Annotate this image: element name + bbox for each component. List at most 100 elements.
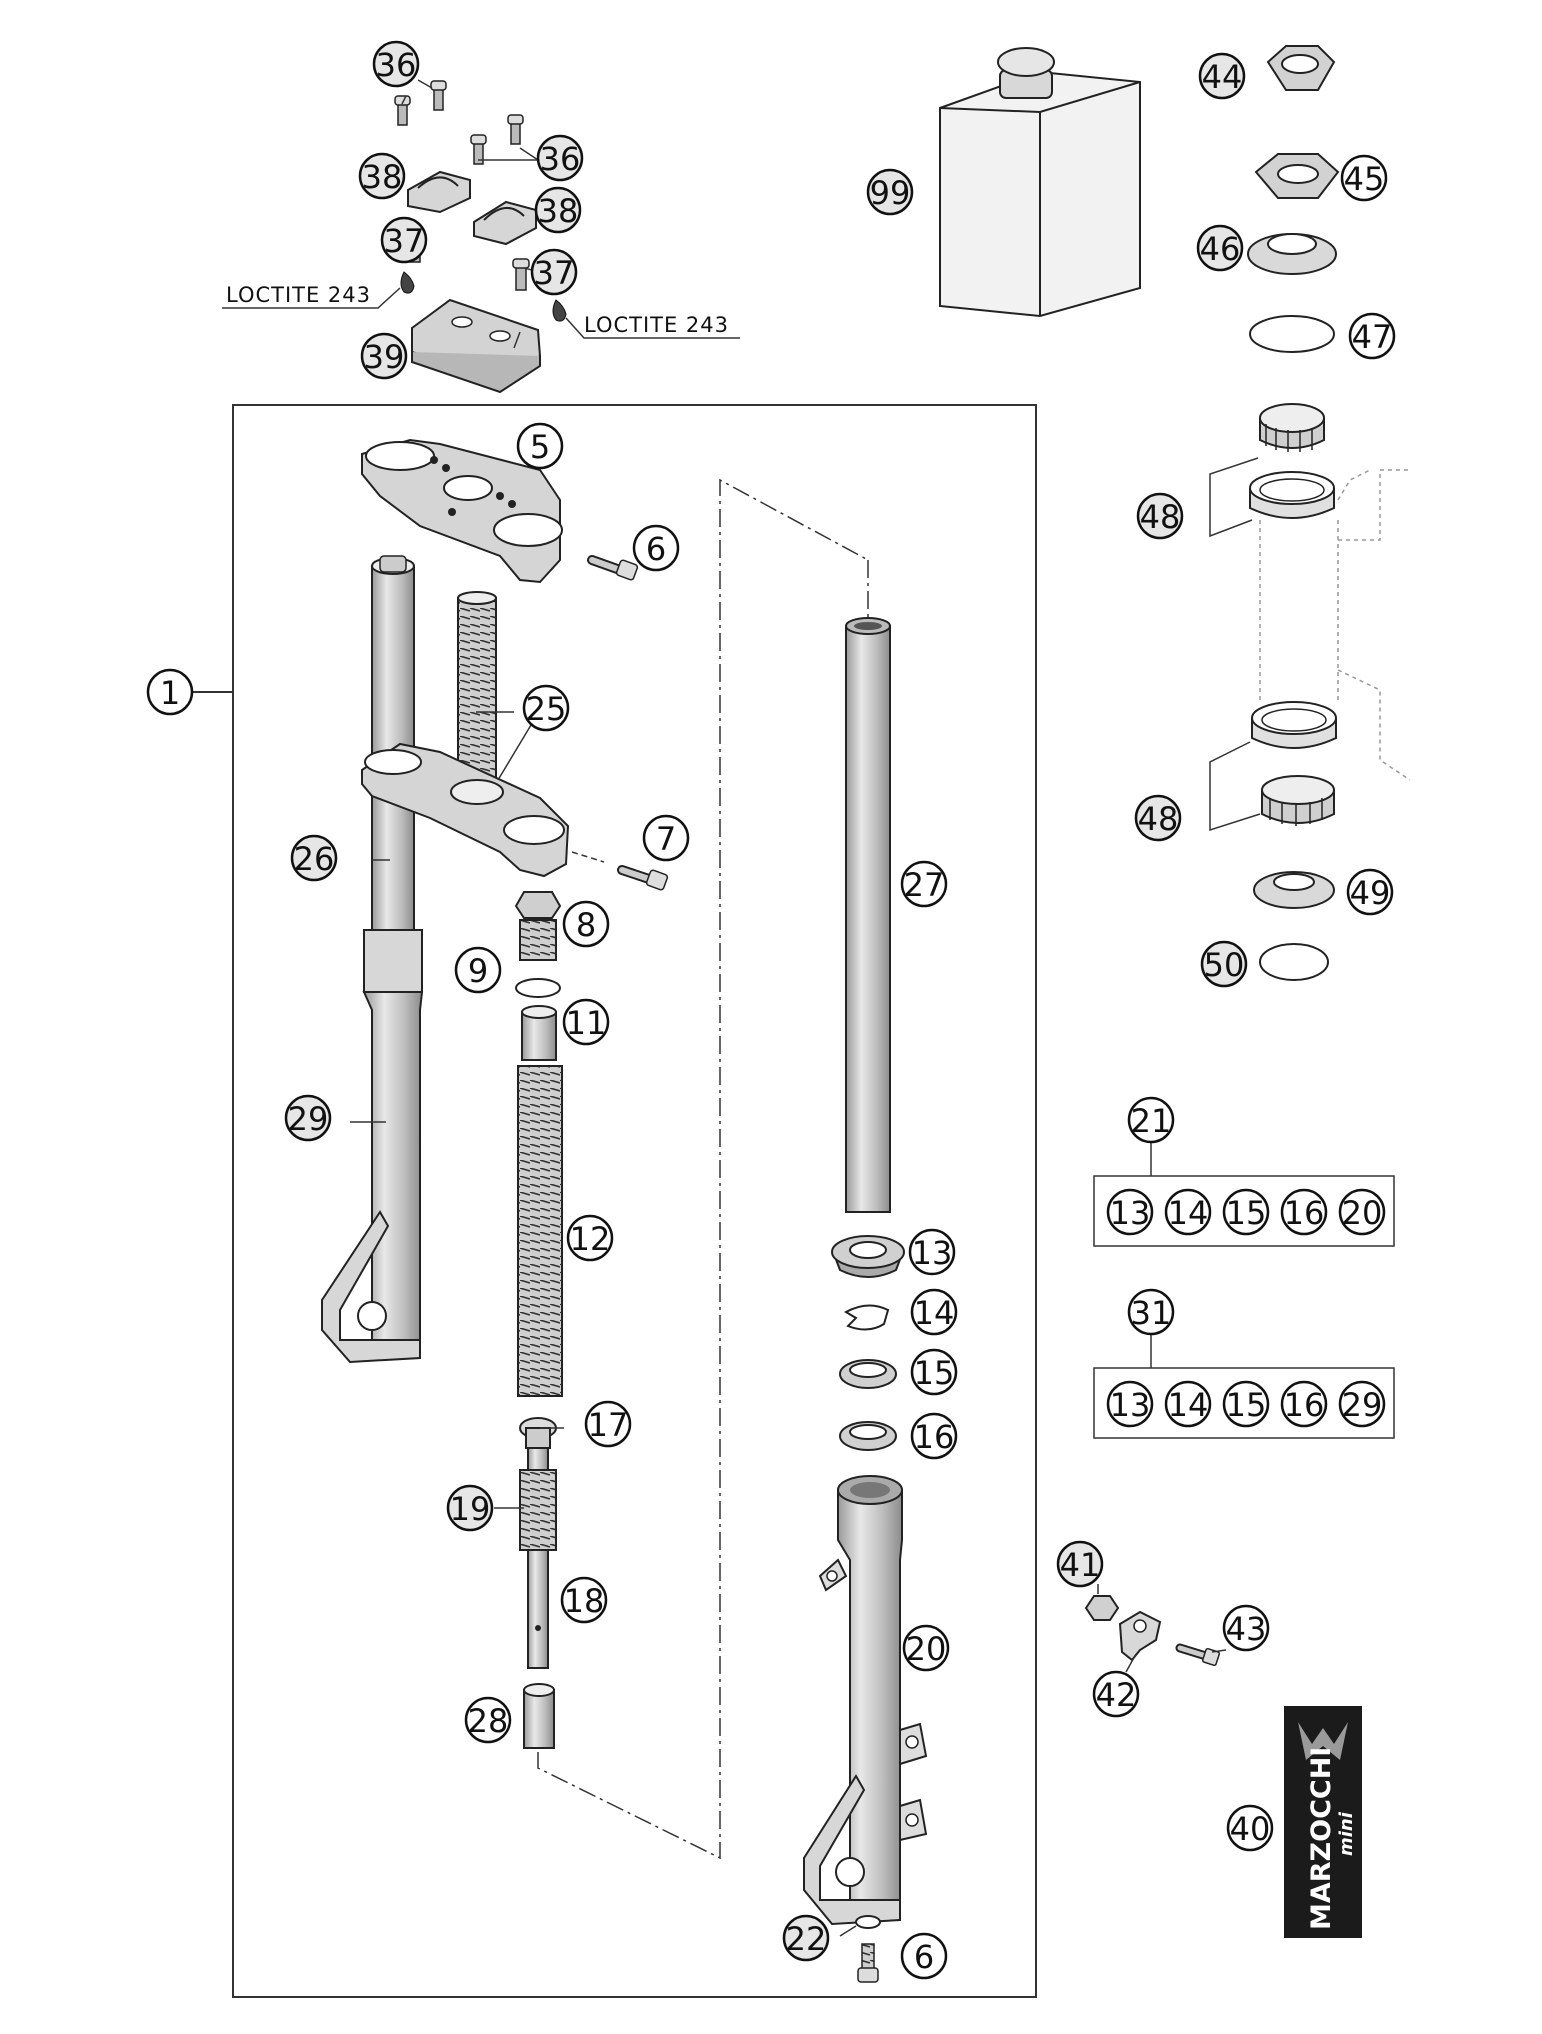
callout-number: 45 [1344,160,1385,198]
callout-p41[interactable]: 41 [1056,1540,1104,1588]
bearing-cup-48-bottom [1251,701,1337,749]
callout-p31[interactable]: 31 [1127,1288,1175,1336]
callout-p21[interactable]: 21 [1127,1096,1175,1144]
callout-p6b[interactable]: 6 [900,1932,948,1980]
kit-item-circle [1164,1188,1212,1236]
callout-p47[interactable]: 47 [1348,312,1396,360]
assembly-path [537,478,869,1860]
loctite-note-right: LOCTITE 243 [584,313,729,337]
damper-head-17 [519,1417,557,1449]
callout-p26[interactable]: 26 [290,834,338,882]
callout-p43[interactable]: 43 [1222,1604,1270,1652]
callout-p9[interactable]: 9 [454,946,502,994]
copper-washer-22 [855,1915,881,1929]
callout-circle [146,668,194,716]
callout-p99[interactable]: 99 [866,168,914,216]
callout-circle [1200,940,1248,988]
kit-item-number: 15 [1226,1194,1267,1232]
handlebar-clamp-top-right [473,200,537,246]
cable-holder-42 [1118,1610,1162,1662]
callout-circle [632,524,680,572]
callout-p11[interactable]: 11 [562,998,610,1046]
callout-number: 42 [1096,1676,1137,1714]
callout-circle [1127,1096,1175,1144]
callout-labels[interactable]: 3636383837373999444546474848495021311562… [146,40,1396,1980]
callout-number: 37 [384,222,425,260]
callout-circle [562,998,610,1046]
callout-p28[interactable]: 28 [464,1696,512,1744]
kit-item-number: 16 [1284,1194,1325,1232]
callout-p37a[interactable]: 37 [380,216,428,264]
callout-p38b[interactable]: 38 [534,186,582,234]
callout-p29[interactable]: 29 [284,1094,332,1142]
callout-p1[interactable]: 1 [146,668,194,716]
callout-circle [516,422,564,470]
callout-number: 5 [530,428,550,466]
callout-circle [380,216,428,264]
steering-parts-group [1209,45,1411,981]
callout-p49[interactable]: 49 [1346,868,1394,916]
callout-p13[interactable]: 13 [908,1228,956,1276]
callout-p50[interactable]: 50 [1200,940,1248,988]
callout-p48a[interactable]: 48 [1136,492,1184,540]
kit-item-number: 20 [1342,1194,1383,1232]
callout-number: 36 [540,140,581,178]
callout-number: 13 [912,1234,953,1272]
marzocchi-decal: MARZOCCHI mini [1284,1706,1362,1938]
callout-p36b[interactable]: 36 [536,134,584,182]
kit-item-number: 29 [1342,1386,1383,1424]
callout-circle [360,332,408,380]
callout-p42[interactable]: 42 [1092,1670,1140,1718]
bearing-48-bottom [1261,775,1335,826]
callout-p18[interactable]: 18 [560,1576,608,1624]
callout-circle [1136,492,1184,540]
callout-p37b[interactable]: 37 [530,248,578,296]
callout-number: 16 [914,1418,955,1456]
callout-number: 21 [1131,1102,1172,1140]
callout-p7[interactable]: 7 [642,814,690,862]
callout-p40[interactable]: 40 [1226,1804,1274,1852]
kit-item-circle [1280,1380,1328,1428]
callout-p27[interactable]: 27 [900,860,948,908]
clamp-bolt-37-2 [512,258,530,291]
callout-number: 26 [294,840,335,878]
callout-p15[interactable]: 15 [910,1348,958,1396]
callout-p44[interactable]: 44 [1198,52,1246,100]
callout-p25[interactable]: 25 [522,684,570,732]
callout-circle [642,814,690,862]
callout-p46[interactable]: 46 [1196,224,1244,272]
callout-p14[interactable]: 14 [910,1288,958,1336]
callout-circle [910,1288,958,1336]
kit-31 [1093,1332,1395,1439]
callout-p19[interactable]: 19 [446,1484,494,1532]
callout-number: 38 [538,192,579,230]
callout-number: 27 [904,866,945,904]
oring-47 [1249,315,1335,353]
callout-number: 25 [526,690,567,728]
clamp-bolt-6-top [587,555,639,581]
callout-p12[interactable]: 12 [566,1214,614,1262]
callout-p45[interactable]: 45 [1340,154,1388,202]
steering-nut-44 [1266,45,1336,91]
callout-p17[interactable]: 17 [584,1400,632,1448]
kit-item-circle [1338,1188,1386,1236]
callout-p5[interactable]: 5 [516,422,564,470]
callout-circle [536,134,584,182]
callout-p38a[interactable]: 38 [358,152,406,200]
callout-p20[interactable]: 20 [902,1624,950,1672]
callout-p36a[interactable]: 36 [372,40,420,88]
callout-circle [522,684,570,732]
callout-p8[interactable]: 8 [562,900,610,948]
fork-tube-27 [845,617,891,1213]
assembly-frame [188,404,1037,1998]
callout-p39[interactable]: 39 [360,332,408,380]
callout-p6a[interactable]: 6 [632,524,680,572]
callout-p16[interactable]: 16 [910,1412,958,1460]
callout-circle [908,1228,956,1276]
callout-p22[interactable]: 22 [782,1914,830,1962]
callout-circle [1196,224,1244,272]
kit-item-number: 14 [1168,1194,1209,1232]
callout-p48b[interactable]: 48 [1134,794,1182,842]
callout-number: 15 [914,1354,955,1392]
callout-circle [1198,52,1246,100]
